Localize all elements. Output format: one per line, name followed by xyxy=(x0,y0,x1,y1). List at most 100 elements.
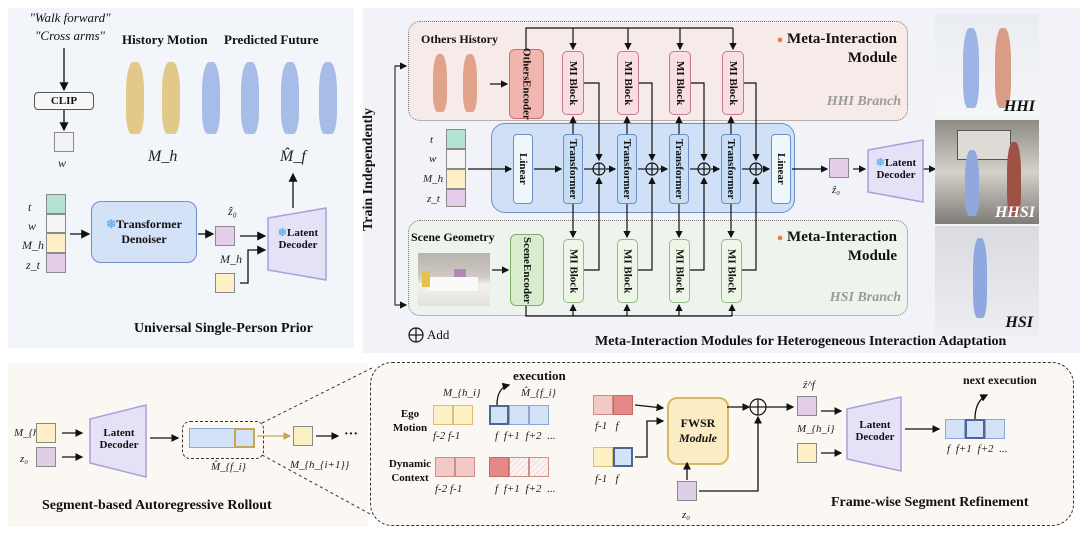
mh-label-2: M_h xyxy=(220,252,242,266)
ego-future-f1 xyxy=(509,405,529,425)
add-circles xyxy=(592,162,763,176)
predicted-future-label: Predicted Future xyxy=(224,32,319,47)
snowflake-icon: ❄ xyxy=(277,227,288,239)
mh-i1-token xyxy=(293,426,313,446)
mh-i-token xyxy=(797,443,817,463)
ctx-future-f1 xyxy=(509,457,529,477)
ego-motion-label: Ego Motion xyxy=(383,407,437,435)
latent-decoder: ❄Latent Decoder xyxy=(270,226,326,251)
mi-block-bottom-3: MI Block xyxy=(669,239,690,303)
hhi-branch-label: HHI Branch xyxy=(826,94,901,109)
transformer-label: Transformer xyxy=(725,138,737,200)
frame-label: f-2 xyxy=(435,483,448,495)
frame-label: f-1 xyxy=(447,430,461,442)
ego-label-2: Motion xyxy=(392,422,428,434)
decoder-label-2: Decoder xyxy=(278,239,318,251)
pair-ego-f-1 xyxy=(593,447,613,467)
ego-past-f-1 xyxy=(453,405,473,425)
z0-label: z₀ xyxy=(20,453,29,465)
z0-hat-label: ẑ₀ xyxy=(228,204,237,218)
hsi-module-title: ● Meta-Interaction Module xyxy=(763,228,897,265)
linear-label: Linear xyxy=(517,153,529,185)
rollout-caption: Segment-based Autoregressive Rollout xyxy=(42,498,272,513)
out-frames: f f+1 f+2 ... xyxy=(947,443,1008,455)
rollout-ellipsis: ··· xyxy=(344,427,359,442)
mf-i-label: M̂_{f_i} xyxy=(521,387,557,399)
history-human-2 xyxy=(162,62,180,134)
future-human-1 xyxy=(202,62,220,134)
mi-block-label: MI Block xyxy=(725,248,738,294)
mi-block-top-4: MI Block xyxy=(722,51,744,115)
ego-future-f2 xyxy=(529,405,549,425)
latent-decoder: ❄Latent Decoder xyxy=(869,156,923,181)
add-legend-label: Add xyxy=(427,327,450,342)
frame-label: f xyxy=(615,420,619,432)
mi-block-label: MI Block xyxy=(567,248,580,294)
mh-i-label-2: M_{h_i} xyxy=(797,423,835,435)
pair-ego-frames: f-1 f xyxy=(595,473,619,485)
ego-past-f-2 xyxy=(433,405,453,425)
ego-past-frames: f-2 f-1 xyxy=(433,430,460,442)
frame-label: f-1 xyxy=(449,483,463,495)
latent-decoder-shape xyxy=(89,404,147,478)
frame-label: f+2 xyxy=(525,430,542,442)
zf-hat-label: ẑ^f xyxy=(803,379,815,391)
hhsi-human-red xyxy=(1007,142,1021,216)
mf-hat-label: M̂_f xyxy=(280,148,306,165)
prior-caption: Universal Single-Person Prior xyxy=(134,321,313,336)
hhi-human-red xyxy=(995,28,1011,108)
fwsr-module: FWSR Module xyxy=(667,397,729,465)
add-legend-icon xyxy=(408,327,424,343)
mi-caption: Meta-Interaction Modules for Heterogeneo… xyxy=(595,334,1007,349)
hhi-branch-box xyxy=(408,21,908,121)
transformer-1: Transformer xyxy=(563,134,583,204)
mi-block-label: MI Block xyxy=(727,60,739,106)
hsi-module-title-1: Meta-Interaction xyxy=(787,229,897,245)
frame-label: f xyxy=(495,483,499,495)
latent-decoder: Latent Decoder xyxy=(849,419,901,443)
token-w xyxy=(446,149,466,169)
mf-i-last-frame xyxy=(234,428,255,448)
scene-geometry-image xyxy=(418,253,490,306)
mi-block-label: MI Block xyxy=(673,248,686,294)
hhi-module-title: ● Meta-Interaction Module xyxy=(763,30,897,67)
chair-shape xyxy=(422,271,430,287)
token-mh xyxy=(446,169,466,189)
history-human-1 xyxy=(126,62,144,134)
pair-ctx-f-1 xyxy=(593,395,613,415)
mi-block-label: MI Block xyxy=(622,60,634,106)
result-label-hhi: HHI xyxy=(1003,98,1035,115)
mi-block-bottom-2: MI Block xyxy=(617,239,638,303)
result-hhi-image: HHI xyxy=(935,14,1039,118)
next-execution-label: next execution xyxy=(963,373,1037,387)
frame-label: ... xyxy=(547,483,556,495)
decoder-label-1: Latent xyxy=(885,157,917,169)
whiteboard-shape xyxy=(957,130,1011,160)
frame-label: f-2 xyxy=(433,430,446,442)
result-hhsi-image: HHSI xyxy=(935,120,1039,224)
z0-token xyxy=(677,481,697,501)
ctx-past-f-2 xyxy=(435,457,455,477)
z0-token xyxy=(215,226,235,246)
prior-panel: "Walk forward" "Cross arms" CLIP w Histo… xyxy=(8,8,354,348)
token-label-mh: M_h xyxy=(22,238,44,252)
decoder-label-1: Latent xyxy=(103,427,135,439)
z0-hat-label: ẑ₀ xyxy=(832,184,841,196)
decoder-label-2: Decoder xyxy=(99,439,139,451)
hsi-branch-label: HSI Branch xyxy=(829,290,901,305)
future-human-2 xyxy=(241,62,259,134)
denoiser-label-1: Transformer xyxy=(116,217,182,231)
w-token xyxy=(54,132,74,152)
token-label-w: w xyxy=(429,153,437,165)
frame-label: f+1 xyxy=(503,483,520,495)
decoder-label-1: Latent xyxy=(287,227,319,239)
transformer-denoiser: ❄Transformer Denoiser xyxy=(91,201,197,263)
snowflake-icon: ❄ xyxy=(875,157,886,169)
result-label-hhsi: HHSI xyxy=(994,204,1035,221)
mh-i1-label: M_{h_{i+1}} xyxy=(290,459,350,471)
out-frame-f1 xyxy=(965,419,985,439)
linear-out: Linear xyxy=(771,134,791,204)
others-encoder-label-1: Others xyxy=(520,47,533,81)
future-human-4 xyxy=(319,62,337,134)
